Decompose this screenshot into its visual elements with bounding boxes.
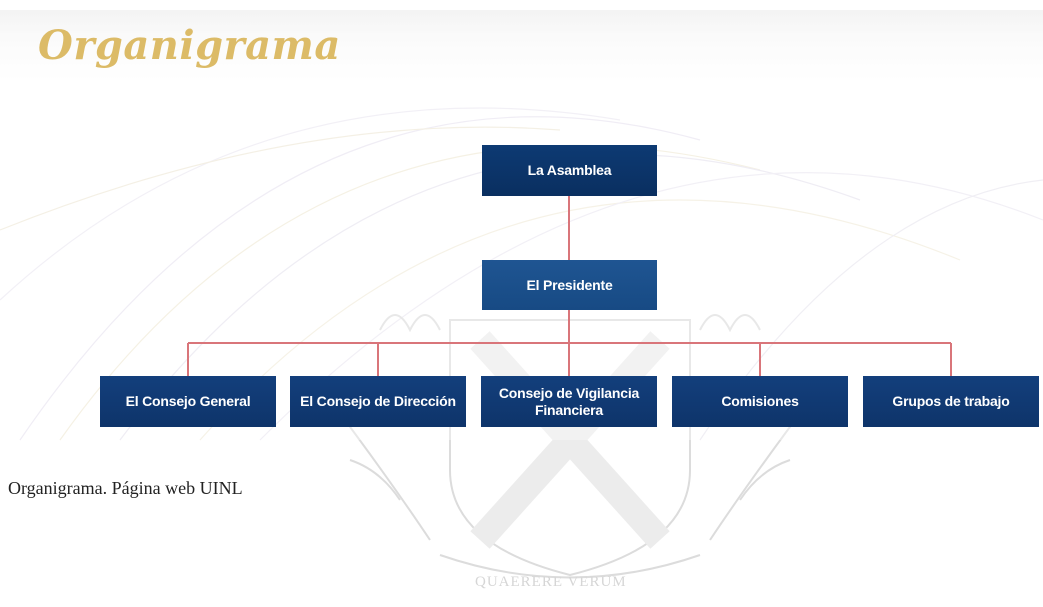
node-consejo-vigilancia: Consejo de Vigilancia Financiera: [481, 376, 657, 427]
crest-watermark: [329, 314, 811, 579]
background-arc: [0, 126, 561, 231]
org-chart-area: [0, 0, 1043, 440]
header-band: [0, 10, 1043, 80]
background-arc: [119, 153, 861, 441]
watermark-motto: QUAERERE VERUM: [475, 574, 627, 590]
node-grupos-trabajo: Grupos de trabajo: [863, 376, 1039, 427]
page-title: Organigrama: [38, 22, 341, 69]
node-el-presidente: El Presidente: [482, 260, 657, 310]
node-consejo-general: El Consejo General: [100, 376, 276, 427]
node-comisiones: Comisiones: [672, 376, 848, 427]
node-la-asamblea: La Asamblea: [482, 145, 657, 196]
background-arc: [0, 107, 621, 301]
background-arc: [199, 199, 961, 441]
figure-caption: Organigrama. Página web UINL: [8, 478, 243, 498]
background-arc: [19, 116, 701, 441]
node-consejo-direccion: El Consejo de Dirección: [290, 376, 466, 427]
